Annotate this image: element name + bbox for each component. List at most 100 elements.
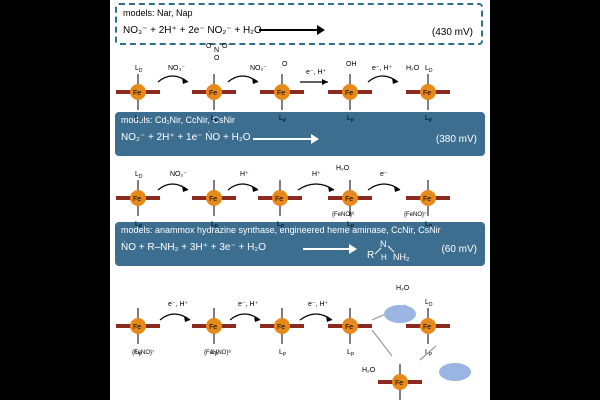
fe-label: Fe xyxy=(209,324,217,331)
svg-text:NH₂: NH₂ xyxy=(393,252,410,262)
fe-atom xyxy=(206,318,222,334)
proximal-ligand-label: LP xyxy=(347,349,355,358)
fe-label: Fe xyxy=(345,196,353,203)
fe-atom xyxy=(420,190,436,206)
proximal-ligand-label: LP xyxy=(135,349,143,358)
proximal-ligand-label: LP xyxy=(211,221,219,230)
no2-in-label: NO₂⁻ xyxy=(170,171,187,178)
fe-center-layer: FeLPLDFeLPFeLPFeLPFeLPLDFeLPLDFeLPFeLPFe… xyxy=(116,65,450,400)
distal-ligand-label: LD xyxy=(425,299,433,308)
proximal-ligand-label: LP xyxy=(347,115,355,124)
e-label: e⁻ xyxy=(380,171,388,178)
fe-atom xyxy=(392,374,408,390)
h2o-label-3: H₂O xyxy=(396,285,410,292)
reaction-box-hydrazine: models: anammox hydrazine synthase, engi… xyxy=(115,222,485,266)
fe-atom xyxy=(130,190,146,206)
proximal-ligand-label: LP xyxy=(425,115,433,124)
h-label-2: H⁺ xyxy=(312,171,321,178)
fe-label: Fe xyxy=(277,324,285,331)
row1-arrows xyxy=(157,75,399,83)
fe-atom xyxy=(420,318,436,334)
fe-atom xyxy=(342,190,358,206)
fe-atom xyxy=(342,84,358,100)
fe-label: Fe xyxy=(275,196,283,203)
fe-label: Fe xyxy=(423,90,431,97)
reaction-box-nitrite: models: Cd₁Nir, CcNir, CsNir NO₂⁻ + 2H⁺ … xyxy=(115,112,485,156)
fe-atom xyxy=(130,318,146,334)
reaction-scheme: FeLPLDFeLPFeLPFeLPFeLPLDFeLPLDFeLPFeLPFe… xyxy=(116,43,471,400)
fe-label: Fe xyxy=(209,90,217,97)
row1-arrowheads xyxy=(182,78,398,85)
arrow-2 xyxy=(253,134,319,144)
potential-1: (430 mV) xyxy=(431,27,473,38)
arrow-1 xyxy=(259,25,325,35)
distal-ligand-label: LD xyxy=(135,171,143,180)
reaction-box-nitrate: models: Nar, Nap NO₃⁻ + 2H⁺ + 2e⁻ NO₂⁻ +… xyxy=(115,3,483,45)
row3-arrowheads xyxy=(184,316,332,322)
svg-text:O⁻: O⁻ xyxy=(222,43,231,50)
eh-label-5: e⁻, H⁺ xyxy=(308,301,329,308)
arrow-3 xyxy=(303,244,357,254)
proximal-ligand-label: LP xyxy=(135,115,143,124)
feno7-label-1: {FeNO}⁷ xyxy=(404,211,426,218)
eh-label-1: e⁻, H⁺ xyxy=(306,69,327,76)
hydrazine-structure: R N H NH₂ xyxy=(367,239,410,262)
distal-ligand-label: LD xyxy=(135,65,143,74)
models-label-2: models: Cd₁Nir, CcNir, CsNir xyxy=(121,115,236,125)
hydrazine-product-blob-2 xyxy=(439,363,471,381)
fe-label: Fe xyxy=(395,380,403,387)
h2o-label-4: H₂O xyxy=(362,367,376,374)
models-label-1: models: Nar, Nap xyxy=(123,8,193,18)
svg-text:R: R xyxy=(367,250,374,261)
svg-text:O: O xyxy=(206,43,212,50)
fehno8-label: {FeHNO}⁸ xyxy=(204,349,231,356)
row2-arrowheads xyxy=(182,186,400,192)
proximal-ligand-label: LP xyxy=(211,349,219,358)
proximal-ligand-label: LP xyxy=(279,115,287,124)
proximal-ligand-label: LP xyxy=(425,349,433,358)
proximal-ligand-label: LP xyxy=(135,221,143,230)
fe-atom xyxy=(206,190,222,206)
fe-label: Fe xyxy=(209,196,217,203)
equation-3: ṄO + R–NH₂ + 3H⁺ + 3e⁻ + H₂O xyxy=(121,242,267,253)
fe-atom xyxy=(420,84,436,100)
svg-text:O: O xyxy=(214,55,220,62)
svg-text:N: N xyxy=(380,239,387,249)
svg-text:N: N xyxy=(214,47,219,54)
models-label-3: models: anammox hydrazine synthase, engi… xyxy=(121,225,441,235)
distal-ligand-label: LD xyxy=(425,65,433,74)
fe-atom xyxy=(130,84,146,100)
h2o-label-1: H₂O xyxy=(406,65,420,72)
equation-1: NO₃⁻ + 2H⁺ + 2e⁻ NO₂⁻ + H₂O xyxy=(123,25,262,36)
svg-text:H: H xyxy=(381,253,387,262)
potential-3: (60 mV) xyxy=(441,244,477,255)
fe-atom xyxy=(274,318,290,334)
fe-label: Fe xyxy=(133,324,141,331)
fe-atom xyxy=(272,190,288,206)
h-label-1: H⁺ xyxy=(240,171,249,178)
no2-out-label: NO₂⁻ xyxy=(250,65,267,72)
fe-atom xyxy=(342,318,358,334)
proximal-ligand-label: LP xyxy=(347,221,355,230)
feno6-label: {FeNO}⁶ xyxy=(332,211,355,218)
proximal-ligand-label: LP xyxy=(279,349,287,358)
fe-label: Fe xyxy=(423,324,431,331)
proximal-ligand-label: LP xyxy=(277,221,285,230)
potential-2: (380 mV) xyxy=(435,134,477,145)
eh-label-3: e⁻, H⁺ xyxy=(168,301,189,308)
